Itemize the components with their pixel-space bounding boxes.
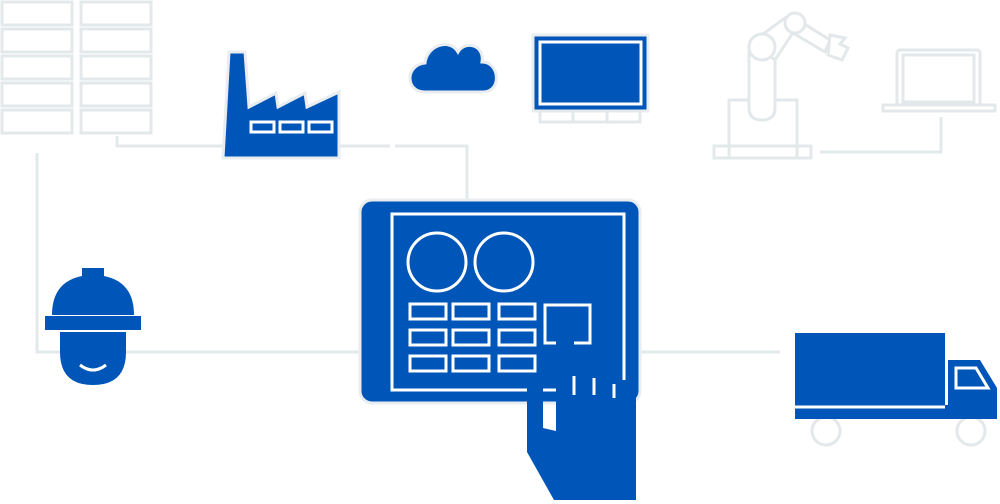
worker-helmet-icon: [45, 268, 141, 385]
keypad-buttons: [408, 302, 537, 373]
truck-icon: [795, 333, 997, 447]
dial-left: [406, 231, 468, 293]
dial-right: [473, 231, 535, 293]
hand-pointer-icon: [527, 325, 636, 500]
monitor-icon: [531, 33, 650, 124]
robot-arm-icon: [712, 11, 851, 160]
shelving-icon: [0, 0, 153, 135]
laptop-icon: [881, 48, 997, 113]
cloud-icon: [408, 43, 498, 94]
factory-icon: [221, 50, 341, 160]
tablet-icon: [358, 198, 642, 405]
